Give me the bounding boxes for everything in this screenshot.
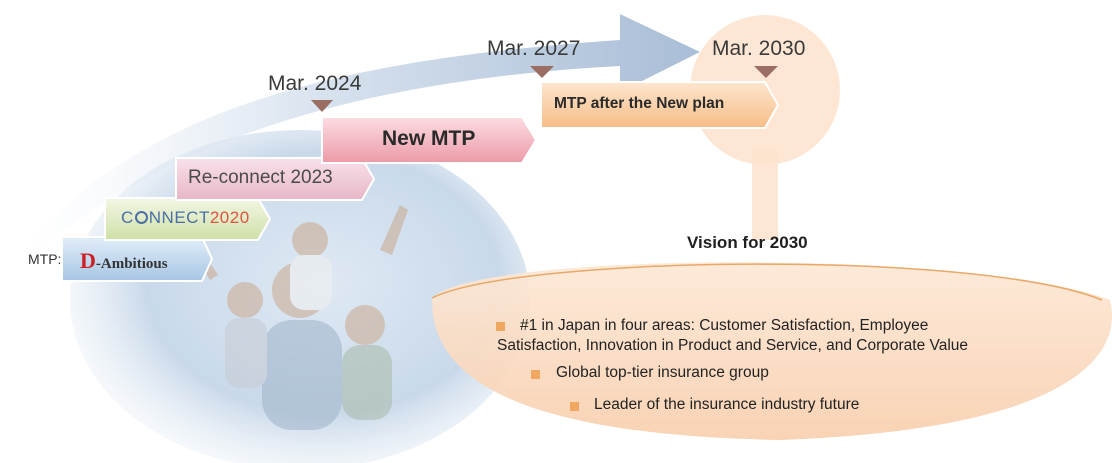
- after-plan-label: MTP after the New plan: [554, 95, 725, 112]
- connect-mid: NNECT: [148, 208, 210, 227]
- vision-item-1: #1 in Japan in four areas: Customer Sati…: [520, 316, 928, 336]
- milestone-2027-label: Mar. 2027: [487, 37, 581, 60]
- mtp-label: MTP:: [28, 251, 62, 267]
- d-ambitious-d: D: [80, 248, 96, 273]
- marker-2030: [754, 66, 778, 78]
- vision-item-1-cont: Satisfaction, Innovation in Product and …: [497, 336, 968, 356]
- bullet-square-3: [570, 402, 579, 411]
- marker-2024: [311, 100, 333, 112]
- connect-year: 2020: [209, 208, 250, 227]
- milestone-2024-label: Mar. 2024: [268, 72, 362, 95]
- vision-item-3: Leader of the insurance industry future: [594, 396, 860, 413]
- new-mtp-box: [321, 116, 538, 164]
- d-ambitious-text: -Ambitious: [95, 256, 168, 272]
- connect-2020-logo: C NNECT2020: [121, 208, 250, 228]
- bullet-square-1: [496, 322, 505, 331]
- vision-item-1-line-2: Satisfaction, Innovation in Product and …: [497, 337, 969, 354]
- reconnect-2023-label: Re-connect 2023: [188, 167, 333, 188]
- vision-ellipse: [431, 262, 1112, 440]
- milestone-2030-label: Mar. 2030: [712, 37, 806, 60]
- marker-2027: [530, 66, 554, 78]
- vision-ellipse-rim: [431, 263, 1103, 301]
- vision-item-2: Global top-tier insurance group: [556, 364, 769, 381]
- new-mtp-label: New MTP: [382, 127, 476, 150]
- vision-connector: [752, 150, 778, 240]
- after-plan-box: [540, 81, 780, 129]
- vision-item-1-line-1: #1 in Japan in four areas: Customer Sati…: [520, 317, 929, 334]
- big-curved-arrow: [30, 14, 700, 250]
- bullet-square-2: [531, 370, 540, 379]
- family-photo-figures: [185, 205, 408, 430]
- vision-title: Vision for 2030: [687, 233, 808, 252]
- connect-o-ring-icon: [134, 211, 148, 224]
- d-ambitious-logo: D-Ambitious: [80, 248, 168, 274]
- connect-c: C: [121, 208, 134, 227]
